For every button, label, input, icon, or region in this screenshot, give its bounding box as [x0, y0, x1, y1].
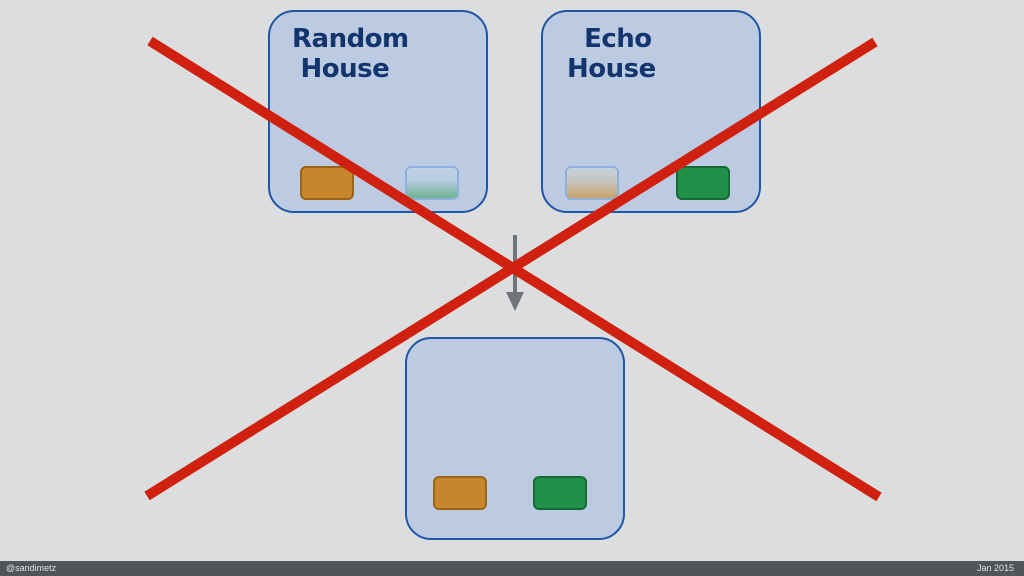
random-house-faded-green-chip	[405, 166, 459, 200]
combined-orange-chip	[433, 476, 487, 510]
echo-house-title: Echo House	[567, 24, 656, 84]
echo-house-faded-orange-chip	[565, 166, 619, 200]
random-house-orange-chip	[300, 166, 354, 200]
echo-house-box: Echo House	[541, 10, 761, 213]
down-arrow-head-icon	[506, 292, 524, 311]
combined-box	[405, 337, 625, 540]
echo-house-green-chip	[676, 166, 730, 200]
footer-bar: @sandimetz Jan 2015	[0, 561, 1024, 576]
footer-handle: @sandimetz	[6, 563, 57, 573]
footer-date: Jan 2015	[976, 563, 1014, 573]
cross-out-line-2	[144, 37, 878, 501]
random-house-title: Random House	[292, 24, 409, 84]
combined-green-chip	[533, 476, 587, 510]
overlay-graphics	[144, 36, 882, 502]
